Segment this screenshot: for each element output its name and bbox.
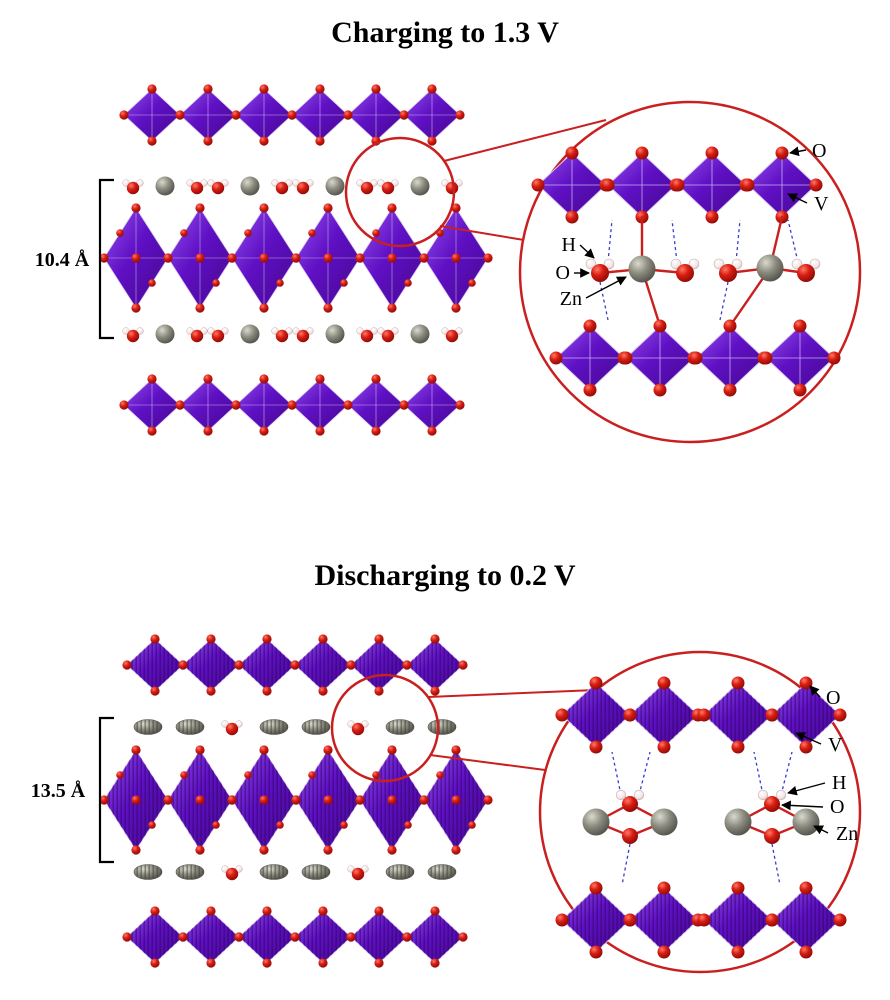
interlayer-zn-water-2	[122, 324, 463, 344]
vo-layer-top	[118, 83, 466, 147]
zn-o-bonds	[598, 215, 808, 328]
inset-hydrogen-atoms	[615, 789, 787, 801]
label-oxygen-top: O	[826, 687, 840, 709]
inset-annotations-discharged: O V H O Zn	[781, 685, 858, 845]
panel-title-discharging: Discharging to 0.2 V	[314, 559, 575, 592]
inset-structure-discharged	[555, 676, 847, 959]
label-hydrogen: H	[832, 772, 846, 794]
zoom-inset-circle	[538, 650, 862, 974]
panel-discharging: Discharging to 0.2 V 13.5 Å	[31, 559, 862, 974]
zoom-connector-bottom	[429, 754, 546, 771]
interlayer-spacing-bracket: 10.4 Å	[35, 178, 114, 340]
inset-vo-row-top	[531, 146, 823, 224]
inset-zinc-atoms	[628, 254, 784, 283]
interlayer-spacing-label: 10.4 Å	[35, 248, 90, 271]
inset-structure-charged	[531, 146, 841, 397]
arrow-vanadium	[795, 732, 822, 745]
label-vanadium: V	[828, 734, 843, 756]
inset-vo-row-bottom	[549, 319, 841, 397]
interlayer-zn-water-1	[133, 719, 457, 736]
panel-charging: Charging to 1.3 V 10.4 Å	[35, 16, 862, 444]
zoom-connector-top	[443, 119, 607, 162]
layered-structure-charged	[98, 83, 494, 437]
arrow-oxygen-water	[781, 800, 824, 811]
arrow-hydrogen	[579, 244, 595, 259]
zoom-connector-top	[427, 689, 597, 698]
inset-vo-row-bottom	[555, 881, 847, 959]
zoom-connector-bottom	[439, 225, 525, 241]
interlayer-spacing-label: 13.5 Å	[31, 779, 86, 802]
arrow-zinc	[585, 276, 627, 299]
inset-oxygen-atoms	[622, 796, 780, 844]
label-oxygen-water: O	[556, 262, 570, 284]
vo-layer-bottom	[118, 373, 466, 437]
interlayer-zn-water-2	[133, 864, 457, 881]
label-zinc: Zn	[560, 288, 582, 310]
label-oxygen-top: O	[812, 140, 826, 162]
zoom-inset-circle	[518, 100, 862, 444]
label-oxygen-water: O	[830, 796, 844, 818]
arrow-vanadium	[787, 193, 808, 204]
arrow-zinc	[813, 825, 829, 835]
label-vanadium: V	[814, 193, 829, 215]
vo-layer-middle	[98, 744, 494, 856]
layered-structure-discharged	[98, 633, 494, 969]
label-hydrogen: H	[562, 234, 576, 256]
arrow-oxygen-top	[809, 685, 821, 698]
hydrogen-bonds	[611, 751, 793, 886]
vo-layer-bottom	[121, 905, 469, 969]
label-zinc: Zn	[836, 823, 858, 845]
interlayer-zn-water-1	[122, 176, 463, 196]
zoom-source-circle	[344, 136, 456, 248]
vo-layer-middle	[98, 202, 494, 314]
inset-annotations-charged: O V H O Zn	[556, 140, 829, 310]
arrow-oxygen-top	[789, 146, 807, 157]
arrow-hydrogen	[787, 782, 826, 796]
interlayer-spacing-bracket: 13.5 Å	[31, 716, 114, 864]
inset-vo-row-top	[555, 676, 847, 754]
zoom-source-circle	[330, 673, 440, 783]
panel-title-charging: Charging to 1.3 V	[331, 16, 559, 49]
